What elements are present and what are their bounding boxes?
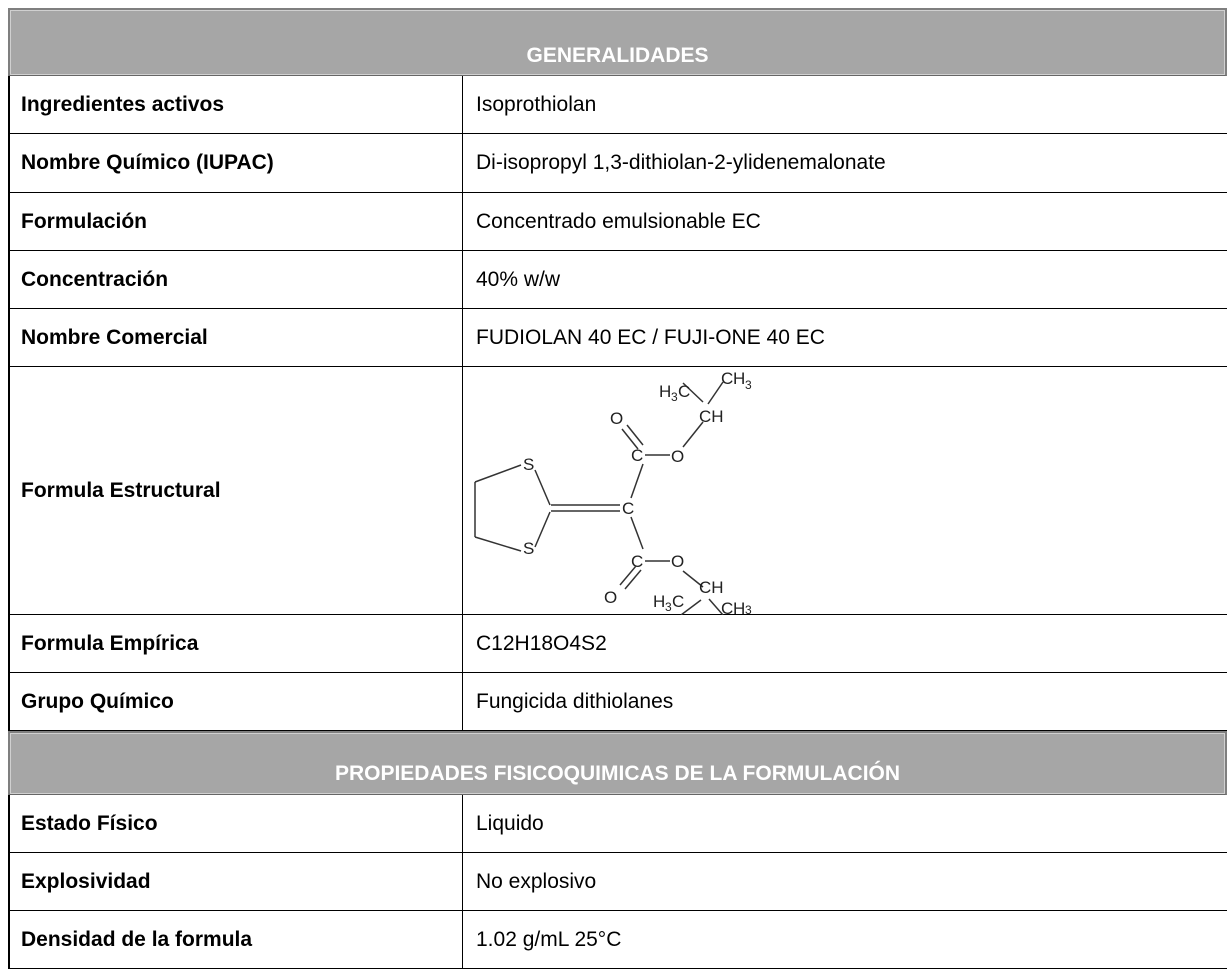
carbonyl-bond <box>619 565 637 586</box>
atom-c-methyl-lower-right: C <box>721 599 733 615</box>
carbonyl-bond <box>624 569 642 590</box>
atom-o-carbonyl-upper: O <box>610 409 623 428</box>
row-label: Densidad de la formula <box>10 911 463 968</box>
structural-formula: S S C C O O CH H 3 C <box>463 367 1227 615</box>
structural-formula-diagram: S S C C O O CH H 3 C <box>474 369 752 615</box>
subscript: 3 <box>665 600 672 614</box>
row-label: Ingredientes activos <box>10 76 463 133</box>
atom-h-lower-left: H <box>653 592 665 611</box>
bond <box>682 421 704 448</box>
atom-s-bottom: S <box>523 539 534 558</box>
table-row: Nombre Químico (IUPAC) Di-isopropyl 1,3-… <box>8 134 1227 193</box>
atom-o-carbonyl-lower: O <box>604 588 617 607</box>
atom-c-center: C <box>622 499 634 518</box>
row-label: Concentración <box>10 251 463 308</box>
table-row: Grupo Químico Fungicida dithiolanes <box>8 673 1227 731</box>
section-header-propiedades: PROPIEDADES FISICOQUIMICAS DE LA FORMULA… <box>8 731 1227 795</box>
atom-ch-lower: CH <box>699 578 724 597</box>
row-value: FUDIOLAN 40 EC / FUJI-ONE 40 EC <box>476 325 825 349</box>
ring-bond <box>474 464 522 483</box>
atom-c-upper: C <box>631 446 643 465</box>
row-label: Formulación <box>10 193 463 250</box>
row-value: Fungicida dithiolanes <box>476 689 674 713</box>
table-row: Formula Estructural S S C C O <box>8 367 1227 615</box>
table-row: Densidad de la formula 1.02 g/mL 25°C <box>8 911 1227 969</box>
row-value: Di-isopropyl 1,3-dithiolan-2-ylidenemalo… <box>476 151 886 174</box>
table-row: Formulación Concentrado emulsionable EC <box>8 193 1227 251</box>
atom-c-methyl-lower-left: C <box>672 592 684 611</box>
ring-bond <box>534 511 551 548</box>
atom-c-lower: C <box>631 552 643 571</box>
row-label: Estado Físico <box>10 795 463 852</box>
row-label: Nombre Comercial <box>10 309 463 366</box>
table-row: Estado Físico Liquido <box>8 795 1227 853</box>
row-label: Nombre Químico (IUPAC) <box>10 134 463 192</box>
bond <box>708 598 724 615</box>
data-sheet: GENERALIDADES Ingredientes activos Isopr… <box>8 8 1227 969</box>
atom-c-methyl-upper-left: C <box>678 382 690 401</box>
atom-o-ester-upper: O <box>671 447 684 466</box>
bond <box>707 381 724 405</box>
row-value: No explosivo <box>476 869 597 893</box>
row-label: Explosividad <box>10 853 463 910</box>
ring-bond <box>534 469 551 506</box>
bond <box>682 570 704 588</box>
table-row: Formula Empírica C12H18O4S2 <box>8 615 1227 673</box>
row-value: Isoprothiolan <box>476 92 597 116</box>
bond <box>630 463 644 499</box>
row-label: Grupo Químico <box>10 673 463 730</box>
row-value: Concentrado emulsionable EC <box>476 209 761 233</box>
atom-c-methyl-upper-right: C <box>721 369 733 388</box>
atom-h-upper-left: H <box>659 382 671 401</box>
bond <box>630 516 644 550</box>
row-value: 40% w/w <box>476 267 561 291</box>
table-row: Ingredientes activos Isoprothiolan <box>8 76 1227 134</box>
row-value: C12H18O4S2 <box>476 631 607 655</box>
table-row: Explosividad No explosivo <box>8 853 1227 911</box>
subscript: 3 <box>671 390 678 404</box>
table-row: Nombre Comercial FUDIOLAN 40 EC / FUJI-O… <box>8 309 1227 367</box>
section-title: PROPIEDADES FISICOQUIMICAS DE LA FORMULA… <box>334 762 901 785</box>
bond <box>682 382 704 403</box>
subscript: 3 <box>745 603 752 615</box>
atom-s-top: S <box>523 455 534 474</box>
atom-o-ester-lower: O <box>671 552 684 571</box>
table-row: Concentración 40% w/w <box>8 251 1227 309</box>
atom-h-upper-right: H <box>733 369 745 388</box>
row-label: Formula Empírica <box>10 615 463 672</box>
carbonyl-bond <box>621 428 639 450</box>
carbonyl-bond <box>626 424 644 446</box>
section-title: GENERALIDADES <box>526 44 709 67</box>
row-value: 1.02 g/mL 25°C <box>476 927 622 951</box>
bond <box>680 599 702 615</box>
atom-ch-upper: CH <box>699 407 724 426</box>
ring-bond <box>474 536 522 552</box>
subscript: 3 <box>745 378 752 392</box>
row-value: Liquido <box>476 811 544 835</box>
atom-h-lower-right: H <box>733 599 745 615</box>
row-label: Formula Estructural <box>10 367 463 614</box>
section-header-generalidades: GENERALIDADES <box>8 8 1227 76</box>
